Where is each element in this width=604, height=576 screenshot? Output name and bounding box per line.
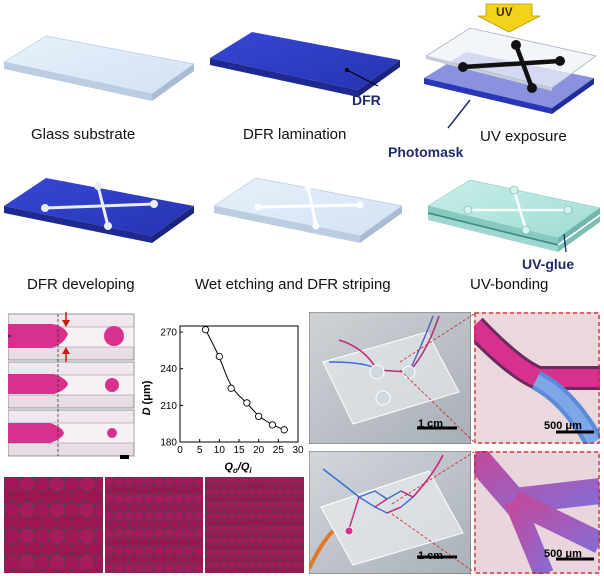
scale-bar (120, 455, 129, 459)
cross-device-photo (309, 312, 471, 444)
emulsion-images (4, 477, 304, 573)
chart-point-6 (280, 426, 288, 434)
step-glass-substrate: Glass substrate (31, 126, 136, 143)
chart-fit-curve (205, 329, 285, 431)
chart-ytick-label-0: 180 (160, 438, 177, 449)
chart-ytick-labels: 180 210 240 270 (160, 328, 177, 449)
dfr-callout: DFR (352, 92, 381, 108)
chart-ylabel: D (μm) (141, 380, 153, 415)
chart-frame (179, 325, 299, 443)
glass-substrate-slab (3, 35, 195, 101)
chart-xlabel-main2: Q (241, 461, 250, 473)
chart-ylabel-main: D (141, 407, 153, 415)
uv-glue-callout: UV-glue (522, 256, 575, 272)
step-wet-etching: Wet etching and DFR striping (195, 276, 391, 293)
droplet-frame-3 (7, 409, 135, 457)
chart-ytick-label-3: 270 (160, 328, 177, 339)
chart-point-1 (215, 352, 223, 361)
droplet-frame-1 (7, 313, 135, 361)
photomask-callout: Photomask (388, 144, 464, 160)
uv-bonding-stack (427, 179, 601, 253)
chart-point-5 (268, 421, 277, 429)
squeeze-arrow-up-icon (62, 347, 70, 362)
emulsion-small (205, 477, 304, 573)
step-dfr-developing: DFR developing (27, 276, 135, 293)
chart-xlabel-sub1: o (233, 466, 238, 474)
chart-ylabel-unit: (μm) (141, 380, 153, 404)
uv-label: UV (496, 5, 513, 19)
wet-etching-slab (213, 177, 403, 243)
dfr-lamination-slab (210, 32, 400, 97)
cross-junction-zoom (474, 312, 600, 444)
droplet-frame-2 (7, 361, 135, 409)
chart-xtick-label-5: 25 (273, 445, 285, 456)
uv-exposure-stack (424, 3, 597, 129)
chart-point-0 (201, 326, 210, 334)
emulsion-large (4, 477, 103, 573)
branched-device-photo (309, 451, 471, 574)
bottom-device-scale-label: 1 cm (418, 550, 444, 562)
chart-point-4 (255, 412, 263, 421)
droplet-size-chart: 0 5 10 15 20 25 30 180 210 240 270 D (μm) Qo/Qi (141, 325, 304, 474)
chart-points (201, 326, 288, 434)
chart-xtick-label-1: 5 (197, 445, 203, 456)
process-diagram (3, 3, 601, 253)
squeeze-arrow-down-icon (62, 310, 70, 327)
top-device-scale-label: 1 cm (418, 418, 444, 430)
top-zoom-scale-label: 500 μm (544, 420, 582, 432)
chart-axes (179, 325, 299, 443)
bottom-zoom-scale-label: 500 μm (544, 548, 582, 560)
step-dfr-lamination: DFR lamination (243, 126, 347, 143)
step-uv-exposure: UV exposure (480, 128, 567, 145)
droplet-generation-panel (0, 310, 138, 462)
chart-ytick-label-1: 210 (160, 401, 177, 412)
chart-point-2 (227, 384, 235, 392)
zoom-connectors (391, 313, 475, 573)
chart-xtick-label-3: 15 (233, 445, 245, 456)
chart-xtick-label-6: 30 (292, 445, 304, 456)
chart-xtick-labels: 0 5 10 15 20 25 30 (177, 445, 304, 456)
chart-point-3 (243, 399, 251, 407)
uv-arrow-icon (477, 3, 541, 33)
chart-xtick-label-4: 20 (253, 445, 265, 456)
chart-xlabel-main: Q (224, 461, 233, 473)
emulsion-medium (105, 477, 203, 573)
chart-ytick-label-2: 240 (160, 364, 177, 375)
dfr-developing-slab (4, 178, 194, 243)
chart-xlabel-sub2: i (249, 466, 252, 474)
step-uv-bonding: UV-bonding (470, 276, 549, 293)
chart-fit-line (205, 329, 285, 431)
chart-xtick-label-2: 10 (214, 445, 226, 456)
chart-xtick-label-0: 0 (177, 445, 183, 456)
branch-junction-zoom (474, 451, 600, 574)
chart-xlabel: Qo/Qi (224, 461, 252, 474)
